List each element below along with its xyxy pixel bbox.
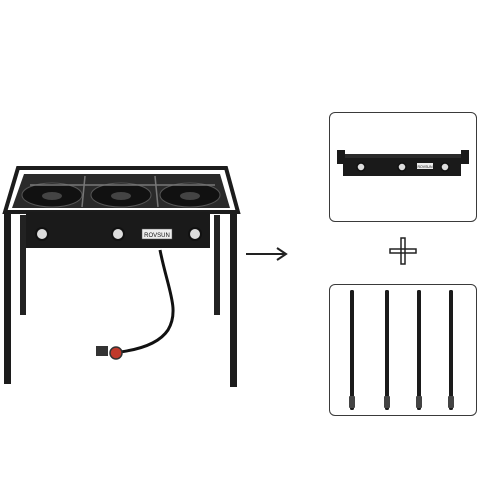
gas-hose — [119, 249, 175, 354]
spare-leg-4 — [449, 290, 453, 410]
spare-knob-1 — [356, 162, 366, 172]
brand-plate — [141, 228, 173, 240]
knob-1 — [35, 227, 49, 241]
regulator-dial — [109, 346, 123, 360]
spare-knob-3 — [440, 162, 450, 172]
spare-leg-2 — [385, 290, 389, 410]
knob-3 — [188, 227, 202, 241]
spare-brand-label: ROVSUN — [418, 165, 433, 169]
arrow-right-icon — [246, 247, 288, 261]
stove-back-right-leg — [214, 215, 220, 315]
spare-knob-2 — [397, 162, 407, 172]
stove-front-left-leg — [4, 212, 11, 384]
spare-legs — [349, 290, 454, 410]
spare-control-panel: ROVSUN — [337, 150, 469, 176]
stove-top-frame — [2, 166, 241, 214]
gas-regulator — [96, 346, 108, 356]
stove-back-left-leg — [20, 215, 26, 315]
plus-icon — [389, 237, 417, 265]
stove-front-right-leg — [230, 212, 237, 387]
knob-2 — [111, 227, 125, 241]
spare-leg-1 — [350, 290, 354, 410]
accessory-control-panel-box: ROVSUN — [329, 112, 477, 222]
brand-label: ROVSUN — [144, 233, 170, 239]
accessory-legs-box — [329, 284, 477, 416]
spare-leg-3 — [417, 290, 421, 410]
